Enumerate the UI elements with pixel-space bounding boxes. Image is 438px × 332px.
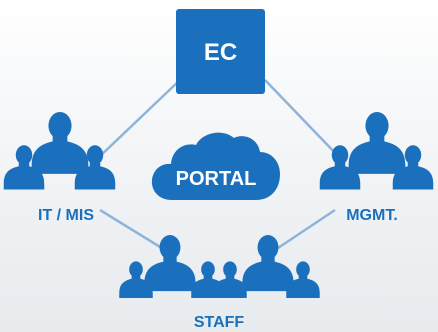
connector-ec-itmis bbox=[97, 79, 181, 159]
cloud-icon bbox=[151, 132, 280, 200]
person-icon bbox=[213, 261, 247, 298]
portal-cloud-node: PORTAL bbox=[151, 132, 280, 200]
staff-group bbox=[119, 235, 320, 298]
it-mis-group bbox=[3, 111, 116, 190]
connector-mgmt-staff bbox=[274, 208, 336, 252]
portal-label: PORTAL bbox=[176, 168, 257, 190]
ec-label: EC bbox=[204, 39, 237, 66]
staff-label: STAFF bbox=[194, 314, 245, 331]
mgmt-group bbox=[319, 111, 434, 190]
mgmt-label: MGMT. bbox=[346, 207, 398, 224]
person-icon bbox=[31, 111, 89, 174]
connector-lines bbox=[97, 79, 341, 252]
connector-ec-mgmt bbox=[264, 79, 341, 159]
ec-box bbox=[176, 9, 265, 94]
it-mis-label: IT / MIS bbox=[38, 207, 94, 224]
ec-node: EC bbox=[176, 9, 265, 94]
connector-itmis-staff bbox=[99, 208, 166, 252]
person-icon bbox=[348, 111, 406, 174]
